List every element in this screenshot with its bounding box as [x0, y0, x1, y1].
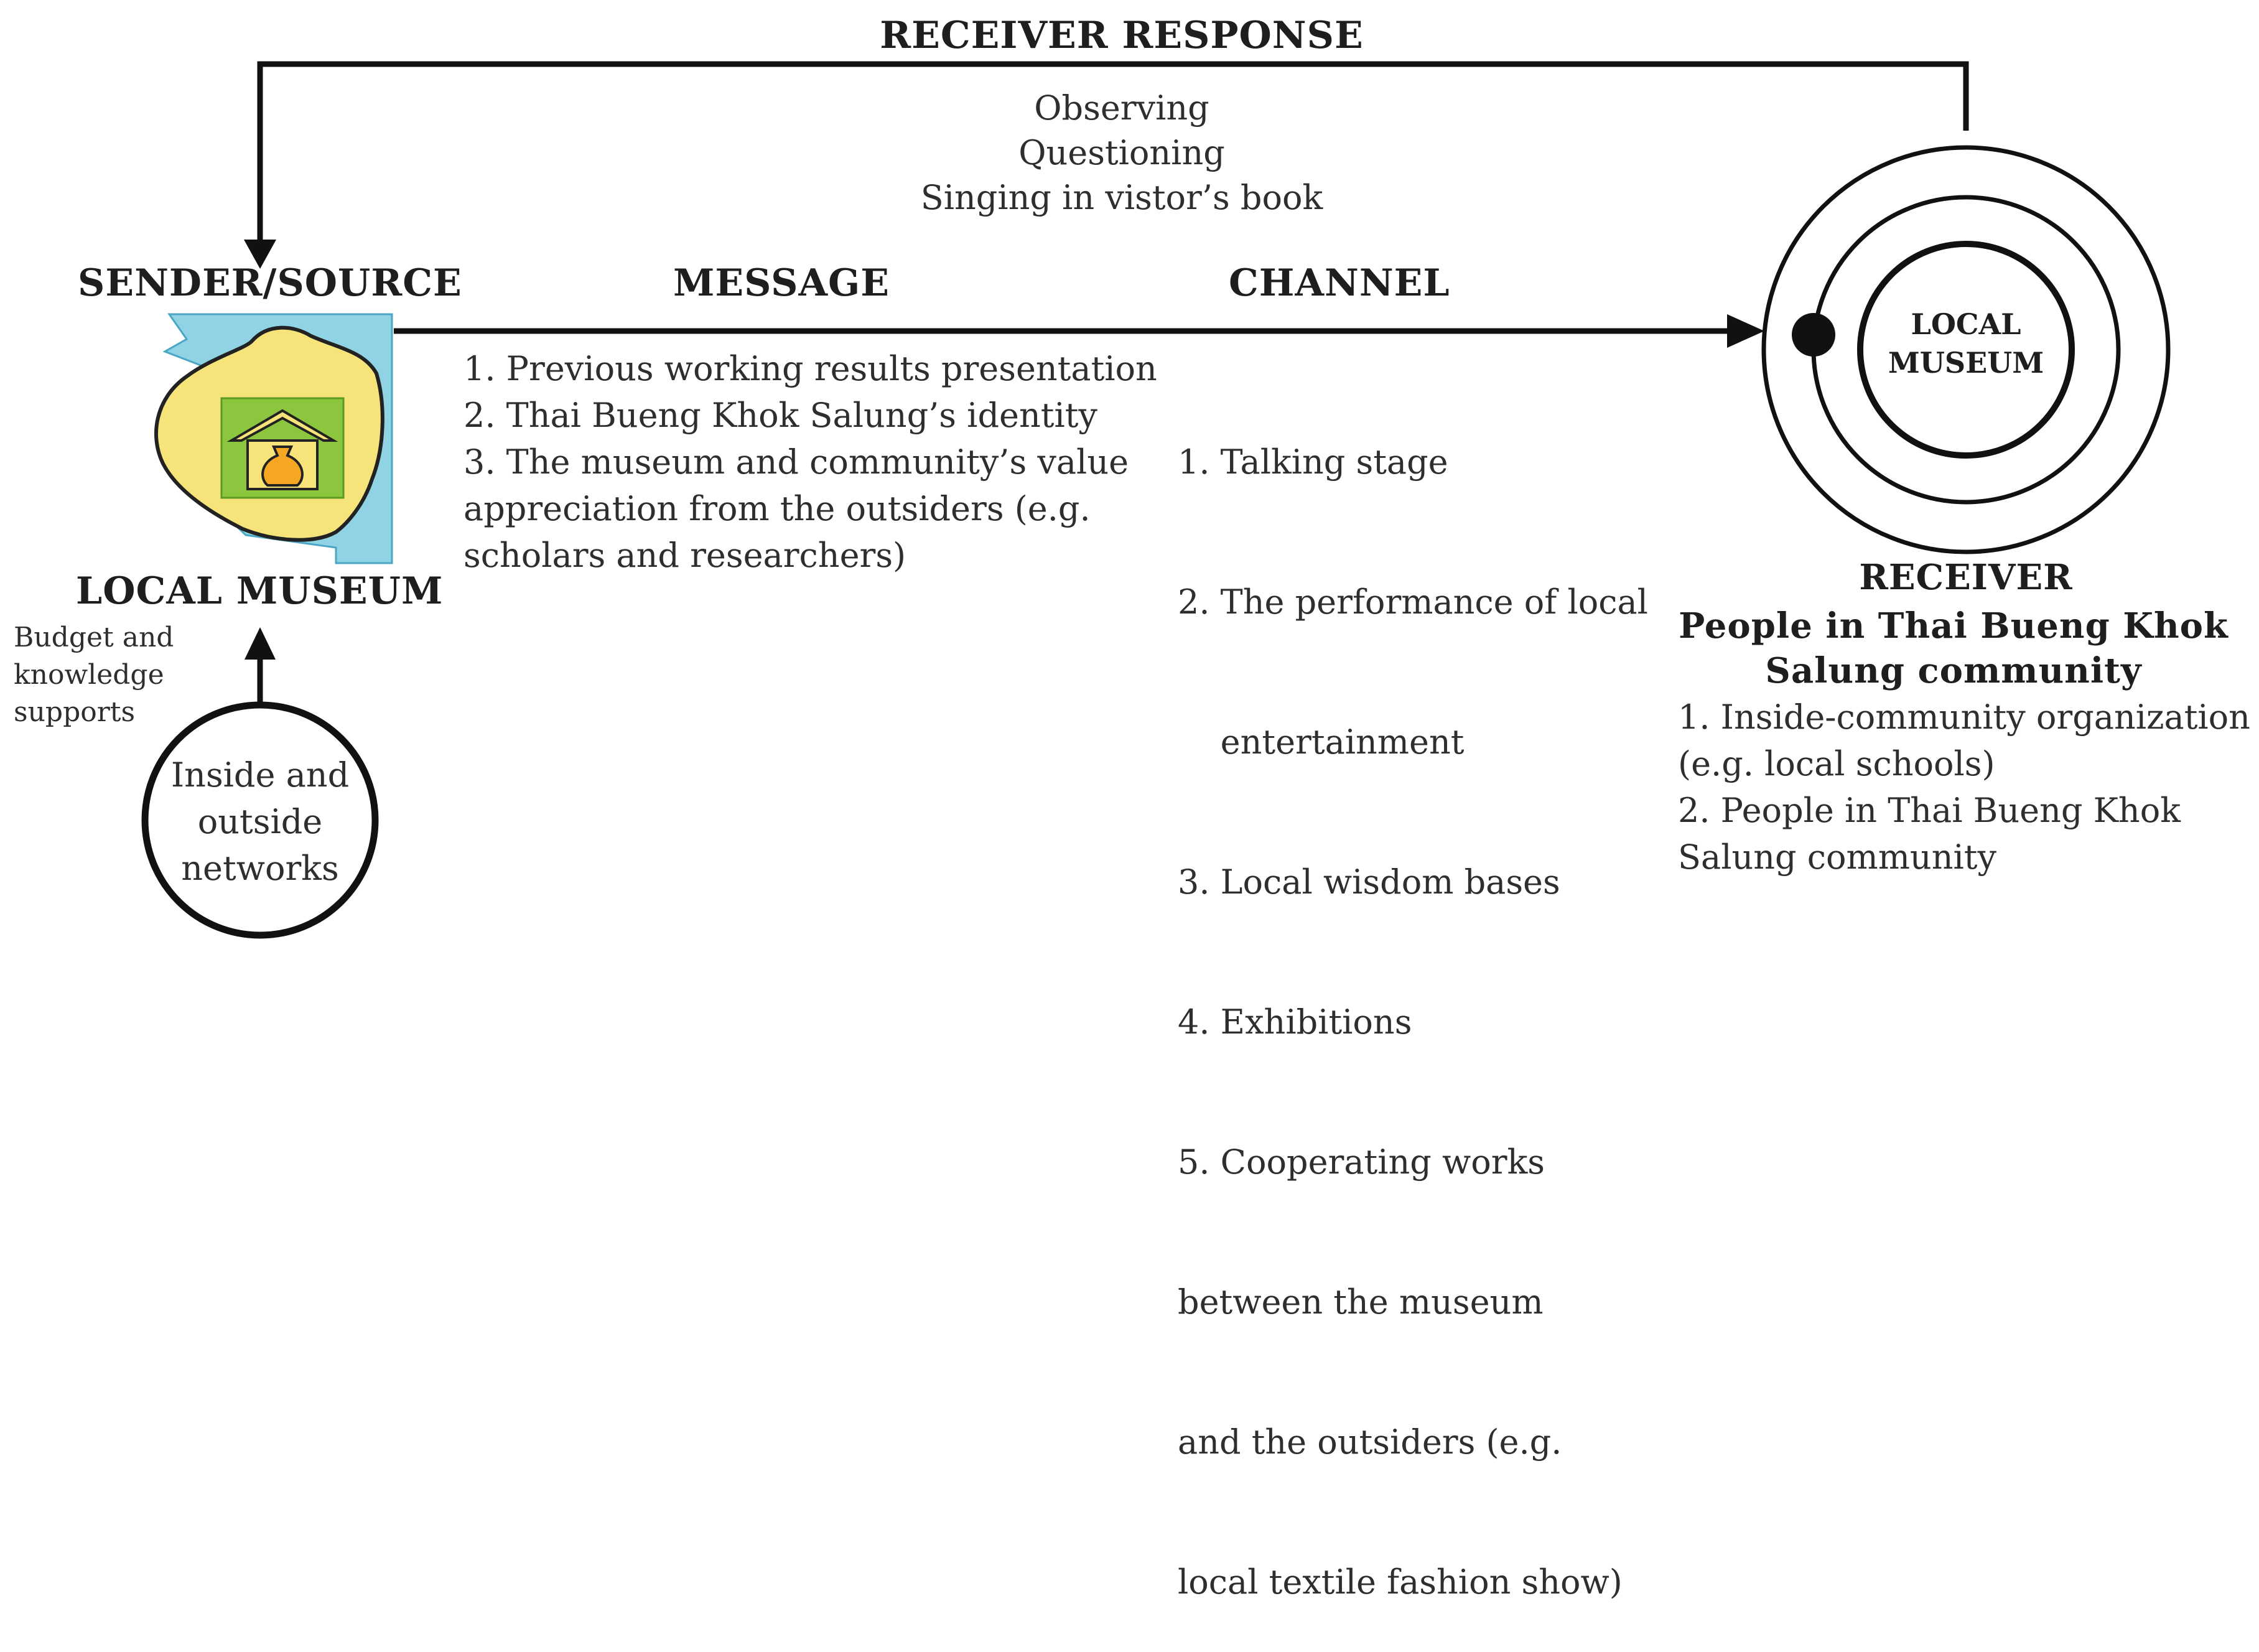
message-line: 3. The museum and community’s value	[463, 442, 1129, 482]
receiver-response-item: Singing in vistor’s book	[920, 178, 1323, 217]
message-channel-arrowhead	[1727, 314, 1764, 348]
support-arrowhead	[245, 627, 276, 660]
message-line: scholars and researchers)	[463, 536, 906, 575]
sender-label: LOCAL MUSEUM	[76, 569, 444, 613]
receiver-subtitle-line: People in Thai Bueng Khok	[1679, 605, 2229, 646]
local-museum-map-icon	[154, 313, 393, 564]
networks-label-line: outside	[197, 802, 323, 841]
channel-line: entertainment	[1178, 722, 1465, 762]
receiver-dot	[1792, 313, 1835, 357]
support-label-line: Budget and	[14, 622, 174, 653]
support-label: Budget and knowledge supports	[14, 619, 200, 731]
message-line: 1. Previous working results presentation	[463, 349, 1157, 388]
support-label-line: supports	[14, 696, 136, 728]
receiver-response-title: RECEIVER RESPONSE	[880, 14, 1364, 57]
networks-label-line: Inside and	[170, 755, 350, 795]
channel-list: 1. Talking stage 2. The performance of l…	[1178, 345, 1675, 1652]
sender-title: SENDER/SOURCE	[78, 261, 462, 305]
channel-line: and the outsiders (e.g.	[1178, 1422, 1562, 1462]
receiver-subtitle-line: Salung community	[1765, 650, 2142, 691]
channel-line: 3. Local wisdom bases	[1178, 862, 1560, 902]
message-title: MESSAGE	[673, 261, 890, 305]
message-line: 2. Thai Bueng Khok Salung’s identity	[463, 396, 1097, 435]
channel-line: between the museum	[1178, 1282, 1544, 1322]
receiver-line: 1. Inside-community organization	[1678, 698, 2250, 737]
inner-ring	[1857, 241, 2075, 459]
channel-title: CHANNEL	[1229, 261, 1450, 305]
networks-circle	[141, 701, 379, 939]
diagram-canvas	[141, 61, 2171, 939]
receiver-title: RECEIVER	[1859, 557, 2073, 598]
channel-line: 1. Talking stage	[1178, 442, 1448, 482]
channel-line: 4. Exhibitions	[1178, 1002, 1412, 1042]
receiver-line: 2. People in Thai Bueng Khok	[1678, 791, 2181, 830]
networks-label-line: networks	[181, 849, 339, 888]
receiver-line: Salung community	[1678, 838, 1996, 877]
local-museum-circle-label: LOCAL MUSEUM	[1873, 305, 2059, 382]
receiver-response-arrowhead	[244, 240, 276, 269]
channel-line: local textile fashion show)	[1178, 1562, 1623, 1602]
channel-line: 2. The performance of local	[1178, 582, 1648, 622]
networks-label: Inside and outside networks	[161, 752, 360, 892]
receiver-response-item: Observing	[1034, 88, 1209, 128]
outer-ring	[1761, 145, 2171, 554]
receiver-subtitle: People in Thai Bueng Khok Salung communi…	[1655, 604, 2252, 693]
vase-icon	[261, 446, 304, 487]
channel-line: 5. Cooperating works	[1178, 1142, 1545, 1182]
concentric-circles-icon	[1761, 145, 2171, 554]
circle-label-line: LOCAL	[1911, 307, 2021, 341]
receiver-response-loop-line	[257, 61, 1969, 246]
receiver-line: (e.g. local schools)	[1678, 744, 1995, 783]
message-line: appreciation from the outsiders (e.g.	[463, 489, 1091, 528]
receiver-list: 1. Inside-community organization (e.g. l…	[1678, 694, 2253, 880]
receiver-response-item: Questioning	[1018, 133, 1225, 172]
message-list: 1. Previous working results presentation…	[463, 345, 1179, 579]
circle-label-line: MUSEUM	[1888, 346, 2044, 380]
support-label-line: knowledge	[14, 659, 164, 691]
receiver-response-list: Observing Questioning Singing in vistor’…	[817, 86, 1427, 220]
